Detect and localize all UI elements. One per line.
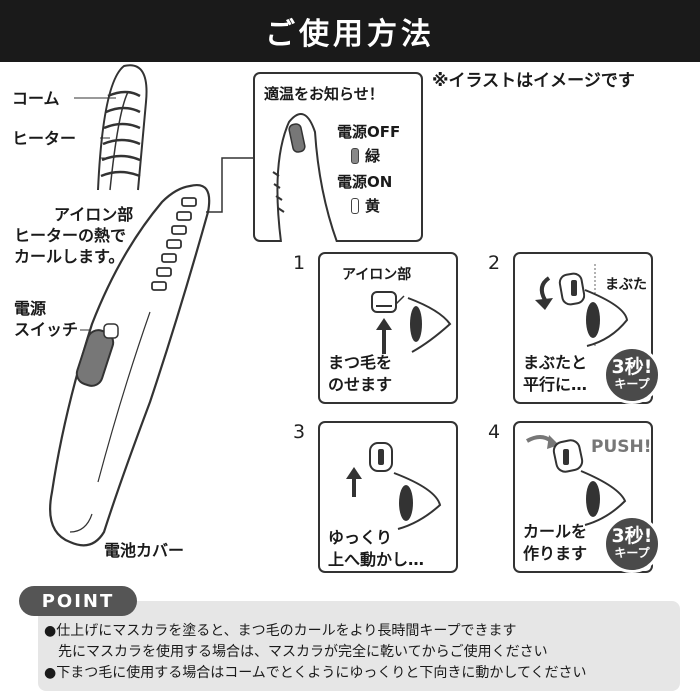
- step-number-3: 3: [293, 421, 306, 443]
- indicator-on-color: 黄: [365, 197, 381, 215]
- label-iron-1: アイロン部: [54, 205, 134, 224]
- step-number-2: 2: [488, 252, 501, 274]
- label-heater: ヒーター: [12, 129, 77, 148]
- indicator-off-label: 電源OFF: [337, 123, 401, 141]
- label-switch-2: スイッチ: [14, 320, 79, 339]
- step2-illustration: [535, 264, 629, 348]
- point-box: [38, 601, 680, 691]
- indicator-title: 適温をお知らせ！: [264, 85, 384, 103]
- label-iron-3: カールします。: [14, 247, 125, 266]
- step-card-4: PUSH! カールを 作ります 3秒! キープ: [513, 421, 661, 573]
- label-battery-cover: 電池カバー: [104, 541, 185, 560]
- step1-caption-1: まつ毛を: [328, 353, 393, 372]
- step1-caption-2: のせます: [328, 375, 393, 394]
- label-comb: コーム: [12, 89, 60, 108]
- indicator-on-label: 電源ON: [337, 173, 393, 191]
- device-illustration: [49, 64, 253, 547]
- step4-keep-badge: 3秒! キープ: [603, 515, 661, 573]
- step3-illustration: [346, 442, 442, 530]
- power-switch-graphic: [75, 323, 119, 387]
- step-card-3: ゆっくり 上へ動かし…: [318, 421, 458, 573]
- led-yellow-icon: [351, 198, 359, 214]
- step-card-2: まぶた まぶたと 平行に… 3秒! キープ: [513, 252, 661, 404]
- led-green-icon: [351, 148, 359, 164]
- step2-eyelid-label: まぶた: [605, 277, 647, 293]
- comb-closeup: [97, 64, 148, 191]
- step1-illustration: [371, 291, 452, 354]
- page-title: ご使用方法: [265, 17, 435, 52]
- step-number-1: 1: [293, 252, 306, 274]
- step-number-4: 4: [488, 421, 501, 443]
- step2-caption-1: まぶたと: [523, 353, 588, 372]
- indicator-off-color: 緑: [365, 147, 381, 165]
- step1-iron-label: アイロン部: [342, 267, 412, 283]
- label-iron-2: ヒーターの熱で: [14, 226, 127, 245]
- indicator-device-closeup: [272, 113, 338, 242]
- step3-caption-1: ゆっくり: [328, 528, 393, 547]
- step2-caption-2: 平行に…: [523, 375, 588, 394]
- iron-heater-teeth: [151, 197, 197, 291]
- point-title: POINT: [19, 586, 137, 616]
- point-tip-1: ●仕上げにマスカラを塗ると、まつ毛のカールをより長時間キープできます: [44, 623, 517, 639]
- illustration-note: ※イラストはイメージです: [432, 71, 635, 91]
- point-tip-2: 先にマスカラを使用する場合は、マスカラが完全に乾いてからご使用ください: [44, 644, 548, 660]
- indicator-box: 適温をお知らせ！ 電源OFF 緑 電源ON 黄: [253, 72, 423, 242]
- step-card-1: アイロン部 まつ毛を のせます: [318, 252, 458, 404]
- step2-keep-badge: 3秒! キープ: [603, 346, 661, 404]
- step4-caption-2: 作ります: [523, 544, 588, 563]
- step4-push-label: PUSH!: [591, 437, 652, 457]
- step4-illustration: [526, 435, 627, 526]
- point-tip-3: ●下まつ毛に使用する場合はコームでとくようにゆっくりと下向きに動かしてください: [44, 665, 587, 681]
- page-header: ご使用方法: [0, 0, 700, 62]
- label-switch-1: 電源: [14, 299, 47, 318]
- step3-caption-2: 上へ動かし…: [328, 550, 425, 569]
- step4-caption-1: カールを: [523, 522, 588, 541]
